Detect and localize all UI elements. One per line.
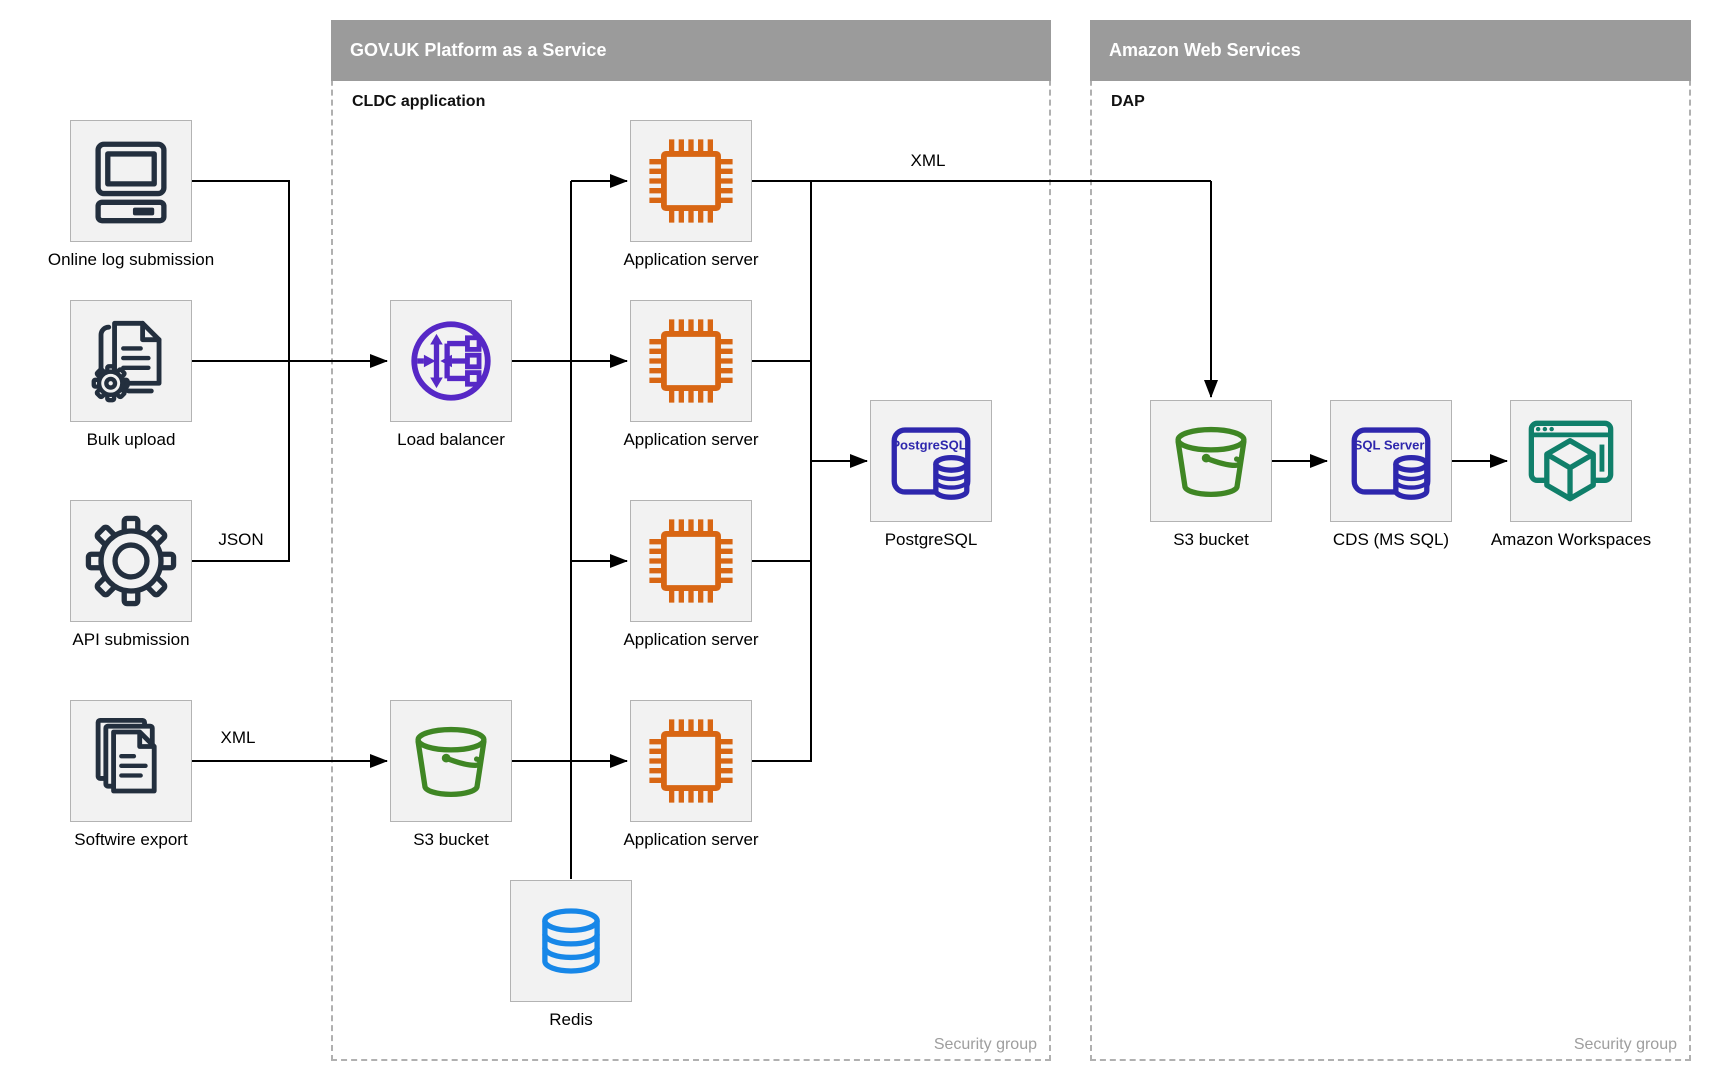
postgresql-badge-text: PostgreSQL [891,437,966,452]
node-amazon-workspaces [1510,400,1632,522]
node-online-log-submission [70,120,192,242]
node-label-cds-mssql: CDS (MS SQL) [1332,530,1450,549]
s3-bucket-icon [415,726,487,798]
container-govuk-paas: GOV.UK Platform as a Service CLDC applic… [331,20,1051,1061]
container-govuk-paas-footer: Security group [933,1036,1037,1053]
container-govuk-paas-sublabel: CLDC application [352,93,486,110]
database-cylinder-icon [542,908,600,974]
cpu-chip-icon [649,319,733,403]
node-label-app-server-2: Application server [623,430,759,449]
node-label-load-balancer: Load balancer [397,430,505,449]
cpu-chip-icon [649,719,733,803]
node-app-server-4 [630,700,752,822]
node-load-balancer [390,300,512,422]
node-label-app-server-3: Application server [623,630,759,649]
node-app-server-1 [630,120,752,242]
desktop-computer-icon [95,141,167,224]
edge-label-xml-softwire: XML [220,728,256,747]
sql-server-badge-text: SQL Server [1354,437,1425,452]
container-aws-title: Amazon Web Services [1109,40,1301,60]
node-app-server-3 [630,500,752,622]
node-softwire-export [70,700,192,822]
node-app-server-2 [630,300,752,422]
node-cds-mssql: SQL Server [1330,400,1452,522]
container-aws-header: Amazon Web Services [1090,20,1691,81]
documents-gear-icon [91,320,162,403]
load-balancer-icon [411,321,491,401]
workspaces-icon [1528,420,1614,502]
cpu-chip-icon [649,519,733,603]
node-label-s3-bucket-paas: S3 bucket [413,830,489,849]
node-s3-bucket-aws [1150,400,1272,522]
node-api-submission [70,500,192,622]
container-govuk-paas-title: GOV.UK Platform as a Service [350,40,607,60]
postgresql-icon: PostgreSQL [891,427,971,500]
container-govuk-paas-header: GOV.UK Platform as a Service [331,20,1051,81]
document-stack-icon [95,717,157,794]
edge-label-xml-top: XML [910,151,946,170]
edge-label-json: JSON [218,530,264,549]
gear-icon [85,515,177,607]
node-label-app-server-4: Application server [623,830,759,849]
node-label-bulk-upload: Bulk upload [86,430,176,449]
node-label-online-log-submission: Online log submission [47,250,215,269]
node-label-s3-bucket-aws: S3 bucket [1173,530,1249,549]
node-label-softwire-export: Softwire export [74,830,188,849]
container-aws: Amazon Web Services DAP Security group [1090,20,1691,1061]
node-redis [510,880,632,1002]
node-label-amazon-workspaces: Amazon Workspaces [1490,530,1652,549]
container-aws-sublabel: DAP [1111,93,1145,110]
node-label-redis: Redis [549,1010,593,1029]
cpu-chip-icon [649,139,733,223]
node-bulk-upload [70,300,192,422]
node-postgresql: PostgreSQL [870,400,992,522]
node-s3-bucket-paas [390,700,512,822]
s3-bucket-icon [1175,426,1247,498]
node-label-api-submission: API submission [72,630,190,649]
sql-server-icon: SQL Server [1351,427,1431,500]
node-label-postgresql: PostgreSQL [884,530,978,549]
container-aws-footer: Security group [1573,1036,1677,1053]
node-label-app-server-1: Application server [623,250,759,269]
